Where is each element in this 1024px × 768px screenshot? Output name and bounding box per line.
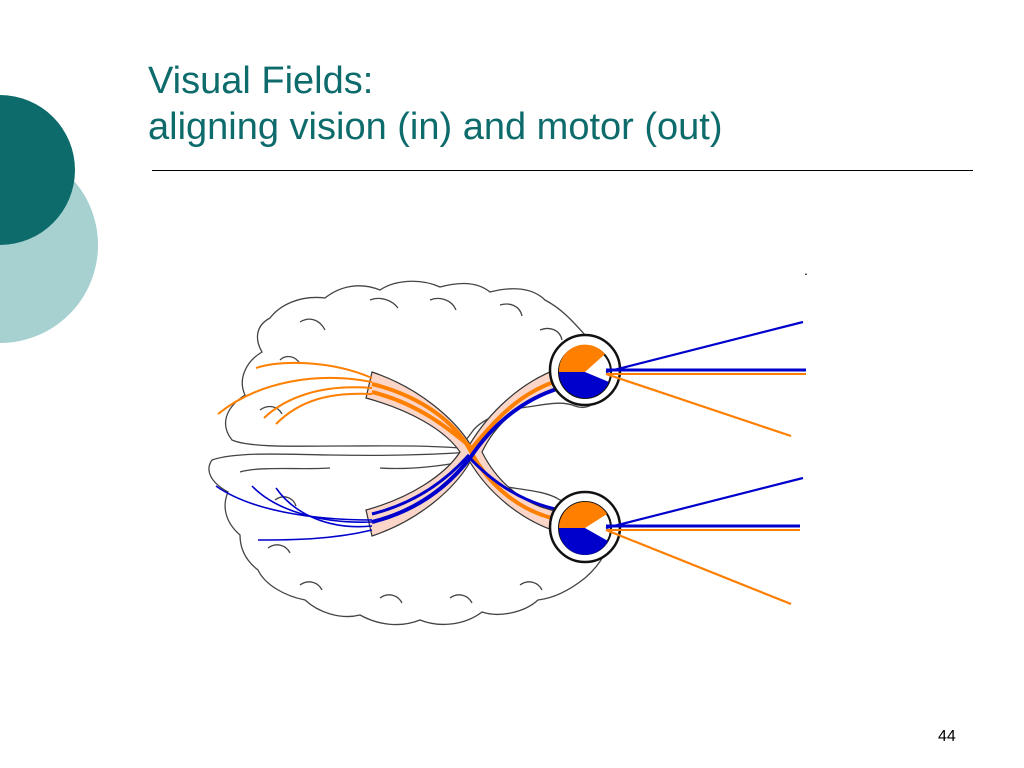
slide-number: 44	[938, 728, 956, 745]
brain-outline-icon	[208, 280, 611, 626]
visual-pathway-diagram	[208, 280, 806, 626]
stray-dot: .	[804, 262, 808, 278]
slide-title: Visual Fields: aligning vision (in) and …	[148, 58, 723, 150]
right-eye-icon	[548, 490, 622, 564]
decor-circle-dark	[0, 95, 75, 245]
left-decoration	[0, 95, 98, 343]
sight-lines-icon	[605, 320, 806, 606]
title-line-1: Visual Fields:	[148, 60, 374, 102]
optic-nerve-icon	[215, 361, 563, 541]
left-eye-icon	[548, 333, 622, 407]
title-line-2: aligning vision (in) and motor (out)	[148, 106, 723, 148]
title-divider	[152, 170, 973, 171]
